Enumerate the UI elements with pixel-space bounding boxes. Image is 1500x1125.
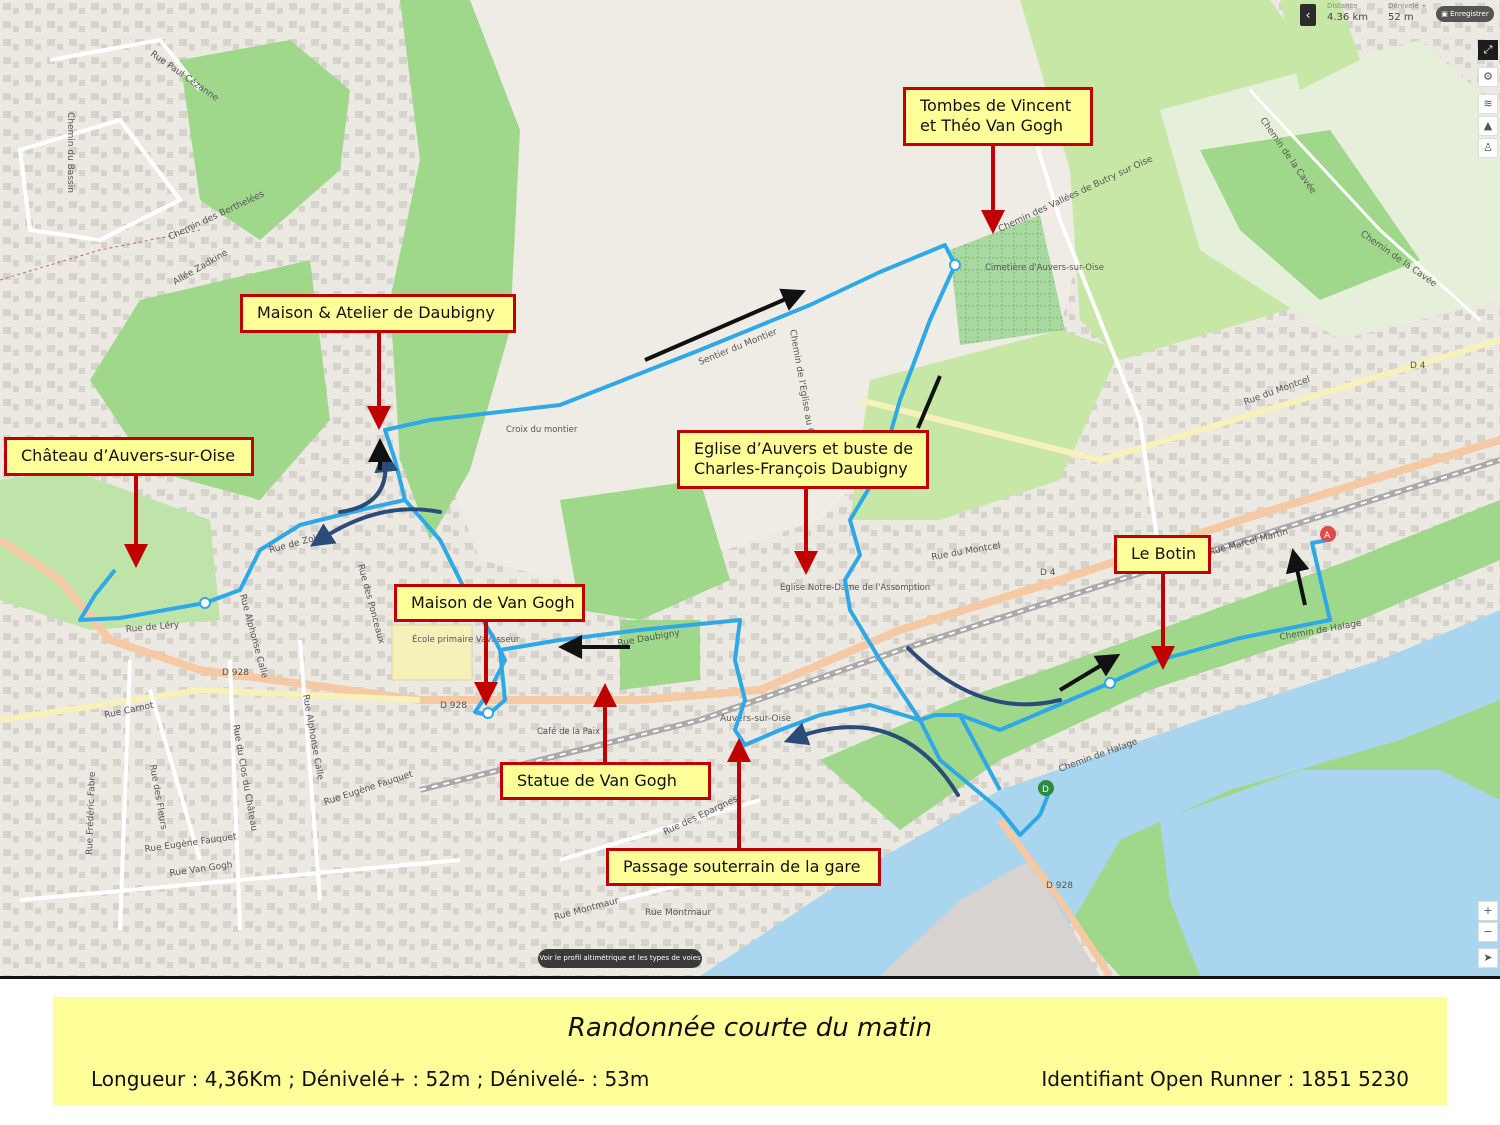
field-area [430,0,1100,590]
forest [620,620,700,690]
residential-roads [19,639,781,931]
industrial-zone [880,860,1100,976]
svg-text:Chemin du Bassin: Chemin du Bassin [65,112,75,193]
route-stats: ‹ Distance 4.36 km Dénivelé + 52 m ▣ Enr… [1300,0,1500,30]
road-cavee [1018,89,1162,561]
route-stats-text: Longueur : 4,36Km ; Dénivelé+ : 52m ; Dé… [91,1067,650,1091]
settings-icon[interactable]: ⚙ [1478,67,1498,87]
zoom-in-button[interactable]: + [1478,901,1498,921]
distance-label: Distance [1327,2,1358,10]
start-marker[interactable]: A [1320,526,1336,542]
callout-line: Tombes de Vincent [920,96,1072,115]
route-title: Randonnée courte du matin [567,1013,933,1043]
callout-line: et Théo Van Gogh [920,116,1064,135]
callout-chateau-auvers: Château d’Auvers-sur-Oise [4,437,254,476]
callout-passage-souterrain: Passage souterrain de la gare [606,848,881,886]
elevation-value: 52 m [1388,12,1414,23]
map-view[interactable]: Rue Paul Cézanne Chemin du Bassin Chemin… [0,0,1500,976]
road-carnot [0,686,421,723]
svg-text:Croix du montier: Croix du montier [506,425,578,435]
park [0,470,220,630]
school [391,624,473,681]
road-d4 [859,337,1500,464]
svg-text:D 4: D 4 [1410,361,1426,371]
chevron-left-icon[interactable]: ‹ [1300,4,1316,26]
river-oise [700,610,1500,976]
callout-statue-van-gogh: Statue de Van Gogh [500,762,711,800]
locate-icon[interactable]: ➤ [1478,948,1498,968]
cemetery [950,215,1065,345]
svg-text:Rue Frédéric Fabre: Rue Frédéric Fabre [84,771,98,855]
forest [180,40,350,240]
svg-text:D 4: D 4 [1040,568,1056,578]
forest [1200,130,1420,300]
elevation-label: Dénivelé + [1388,2,1427,10]
callout-arrows [124,146,1175,848]
person-icon[interactable]: ♙ [1478,138,1498,158]
path-trail [0,229,201,281]
road-cavee [1248,88,1482,322]
distance-value: 4.36 km [1327,12,1368,23]
layers-icon[interactable]: ≋ [1478,94,1498,114]
svg-text:D 928: D 928 [1046,881,1073,891]
save-label: Enregistrer [1450,10,1489,18]
callout-line: Le Botin [1131,544,1197,563]
svg-text:D: D [1042,785,1049,795]
info-panel: Randonnée courte du matin Longueur : 4,3… [53,997,1447,1105]
svg-text:D 928: D 928 [222,668,249,678]
elevation-profile-button[interactable]: Voir le profil altimétrique et les types… [538,949,702,968]
route-line[interactable] [918,538,1332,837]
callout-line: Maison & Atelier de Daubigny [257,303,495,322]
callout-line: Château d’Auvers-sur-Oise [21,446,236,465]
residential-roads [17,37,202,243]
svg-text:Auvers-sur-Oise: Auvers-sur-Oise [720,714,792,724]
forest [560,480,730,620]
svg-text:Rue de Léry: Rue de Léry [125,619,180,635]
lake [1160,770,1500,976]
svg-text:Église Notre-Dame de l'Assompt: Église Notre-Dame de l'Assomption [780,581,930,593]
svg-text:Cimetière d'Auvers-sur-Oise: Cimetière d'Auvers-sur-Oise [985,262,1104,273]
callout-le-botin: Le Botin [1114,535,1211,574]
callout-eglise-auvers: Eglise d’Auvers et buste de Charles-Fran… [677,430,929,489]
callout-maison-van-gogh: Maison de Van Gogh [394,584,585,622]
mountain-icon[interactable]: ▲ [1478,116,1498,136]
callout-line: Passage souterrain de la gare [623,857,861,876]
save-icon: ▣ [1441,10,1451,18]
callout-line: Maison de Van Gogh [411,593,575,612]
callout-maison-atelier-daubigny: Maison & Atelier de Daubigny [240,294,516,333]
callout-tombes-van-gogh: Tombes de Vincent et Théo Van Gogh [903,87,1093,146]
open-runner-id: Identifiant Open Runner : 1851 5230 [1041,1067,1409,1091]
save-button[interactable]: ▣ Enregistrer [1436,6,1494,22]
svg-text:Café de la Paix: Café de la Paix [537,726,600,737]
svg-text:École primaire Vavasseur: École primaire Vavasseur [412,633,520,645]
svg-text:Rue Montmaur: Rue Montmaur [645,908,711,918]
svg-text:D 928: D 928 [440,701,467,711]
zoom-out-button[interactable]: − [1478,922,1498,942]
direction-arrows-navy [310,448,1062,797]
callout-line: Charles-François Daubigny [694,459,908,478]
callout-line: Eglise d’Auvers et buste de [694,439,914,458]
route-waypoints[interactable] [199,259,1116,719]
fullscreen-icon[interactable]: ⤢ [1478,40,1498,60]
direction-arrows-black [368,288,1310,692]
end-marker[interactable]: D [1038,780,1054,796]
callout-line: Statue de Van Gogh [517,771,677,790]
svg-text:A: A [1324,531,1331,541]
forest [390,0,520,540]
road-bridge [997,817,1113,976]
divider [0,976,1500,979]
